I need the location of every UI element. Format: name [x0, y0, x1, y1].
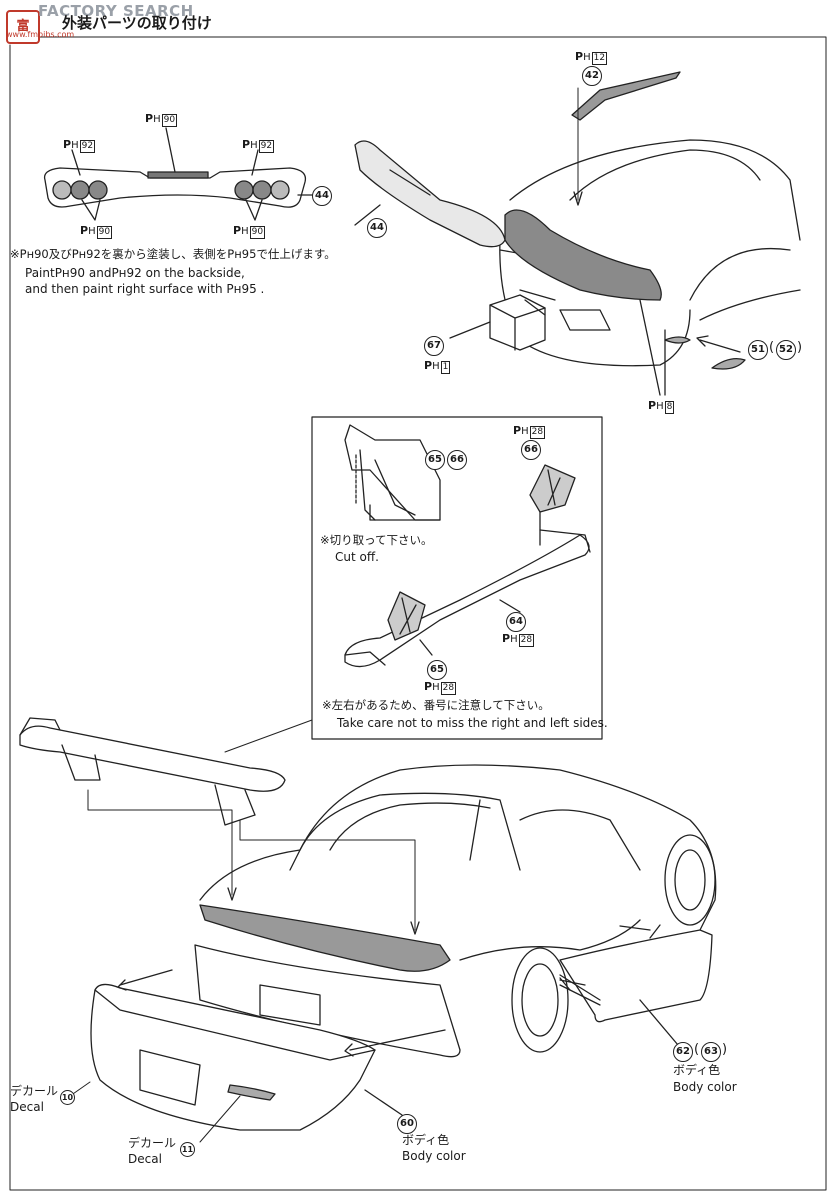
decal-number-10: 10: [60, 1090, 75, 1105]
watermark-text: FACTORY SEARCH: [38, 2, 194, 20]
part-number-42: 42: [582, 66, 602, 86]
decal-label-en-11: Decal: [128, 1152, 162, 1166]
watermark-url: www.fmbibs.com: [6, 30, 75, 39]
part-paren-open-62: (: [694, 1042, 700, 1057]
part-number-64: 64: [506, 612, 526, 632]
watermark-logo: 富: [6, 10, 40, 44]
paint-note-en-line1: PaintPн90 andPн92 on the backside,: [25, 266, 245, 280]
paint-note-jp: ※Pн90及びPн92を裏から塗装し、表側をPн95で仕上げます。: [10, 247, 336, 261]
detail-inset-frame: [311, 416, 603, 740]
part-number-66-inset: 66: [447, 450, 467, 470]
rear-lamp-bar-drawing: [43, 127, 313, 221]
page-frame: [9, 36, 827, 1191]
rear-bumper-drawing: [90, 969, 446, 1131]
side-skirt-drawing: [559, 924, 713, 1046]
inset-drawings: [344, 424, 591, 668]
part-number-44-bar: 44: [312, 186, 332, 206]
part-number-65-inset: 65: [425, 450, 445, 470]
body-color-label-jp-62: ボディ色: [673, 1063, 721, 1077]
decal-label-jp-11: デカール: [128, 1136, 177, 1150]
part-paren-close-63: ): [722, 1042, 728, 1057]
sides-note-jp: ※左右があるため、番号に注意して下さい。: [322, 698, 550, 712]
cut-note-jp: ※切り取って下さい。: [320, 533, 433, 547]
part-number-62: 62: [673, 1042, 693, 1062]
part-number-63: 63: [701, 1042, 721, 1062]
upper-car-rear-drawing: [354, 71, 801, 396]
body-color-label-en-62: Body color: [673, 1080, 737, 1094]
part-number-60: 60: [397, 1114, 417, 1134]
lower-rear-wing-drawing: [19, 717, 420, 935]
part-number-51: 51: [748, 340, 768, 360]
cut-note-en: Cut off.: [335, 550, 379, 564]
part-paren-close-52: ): [797, 340, 803, 355]
part-number-67: 67: [424, 336, 444, 356]
lower-car-drawing: [194, 764, 717, 1058]
part-paren-open-51: (: [769, 340, 775, 355]
page-title: 外装パーツの取り付け: [62, 14, 212, 32]
decal-label-en-10: Decal: [10, 1100, 44, 1114]
decal-label-jp-10: デカール: [10, 1084, 59, 1098]
part-number-65: 65: [427, 660, 447, 680]
body-color-label-jp-60: ボディ色: [402, 1133, 450, 1147]
body-color-label-en-60: Body color: [402, 1149, 466, 1163]
part-number-52: 52: [776, 340, 796, 360]
paint-note-en-line2: and then paint right surface with Pн95 .: [25, 282, 265, 296]
decal-number-11: 11: [180, 1142, 195, 1157]
part-number-44-wing: 44: [367, 218, 387, 238]
sides-note-en: Take care not to miss the right and left…: [337, 716, 608, 730]
part-number-66: 66: [521, 440, 541, 460]
